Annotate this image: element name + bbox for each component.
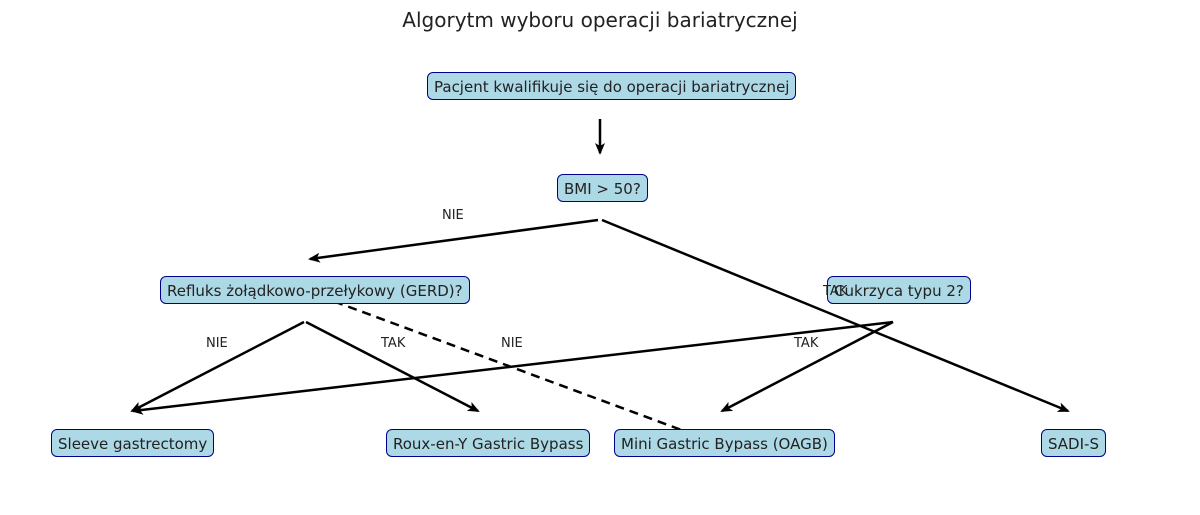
edge-diabetes-to-oagb [720, 320, 894, 413]
diagram-title: Algorytm wyboru operacji bariatrycznej [402, 8, 798, 32]
edge-label-gerd-to-sleeve: NIE [206, 336, 228, 351]
edge-label-bmi-to-sadi: TAK [823, 284, 848, 299]
edge-bmi-to-gerd [308, 218, 599, 263]
edge-gerd-to-ryg [305, 320, 480, 413]
edge-bmi-to-sadi [601, 218, 1070, 413]
node-sadi-s: SADI-S [1041, 429, 1106, 457]
edge-label-bmi-to-gerd: NIE [442, 208, 464, 223]
node-diabetes-question: Cukrzyca typu 2? [827, 276, 971, 304]
edge-label-diabetes-to-oagb: TAK [794, 336, 819, 351]
node-bmi-question: BMI > 50? [557, 174, 648, 202]
node-sleeve-gastrectomy: Sleeve gastrectomy [51, 429, 215, 457]
node-mini-gastric-bypass: Mini Gastric Bypass (OAGB) [614, 429, 835, 457]
edge-gerd-to-sleeve [130, 320, 305, 413]
edge-label-diabetes-to-sleeve: NIE [501, 336, 523, 351]
edge-label-gerd-to-ryg: TAK [381, 336, 406, 351]
node-roux-en-y-bypass: Roux-en-Y Gastric Bypass [386, 429, 591, 457]
node-gerd-question: Refluks żołądkowo-przełykowy (GERD)? [160, 276, 470, 304]
edge-diabetes-to-sleeve [131, 320, 894, 415]
node-start: Pacjent kwalifikuje się do operacji bari… [427, 72, 797, 100]
